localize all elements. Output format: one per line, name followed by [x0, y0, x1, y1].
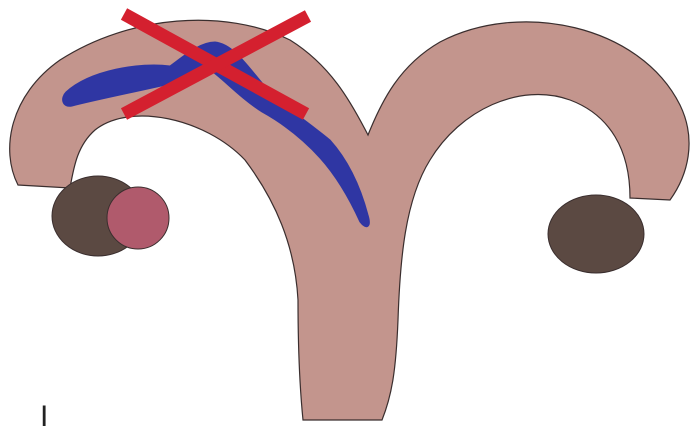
ovary-right [548, 195, 644, 273]
ovarian-cyst [107, 187, 169, 249]
panel-letter: I [40, 402, 48, 432]
